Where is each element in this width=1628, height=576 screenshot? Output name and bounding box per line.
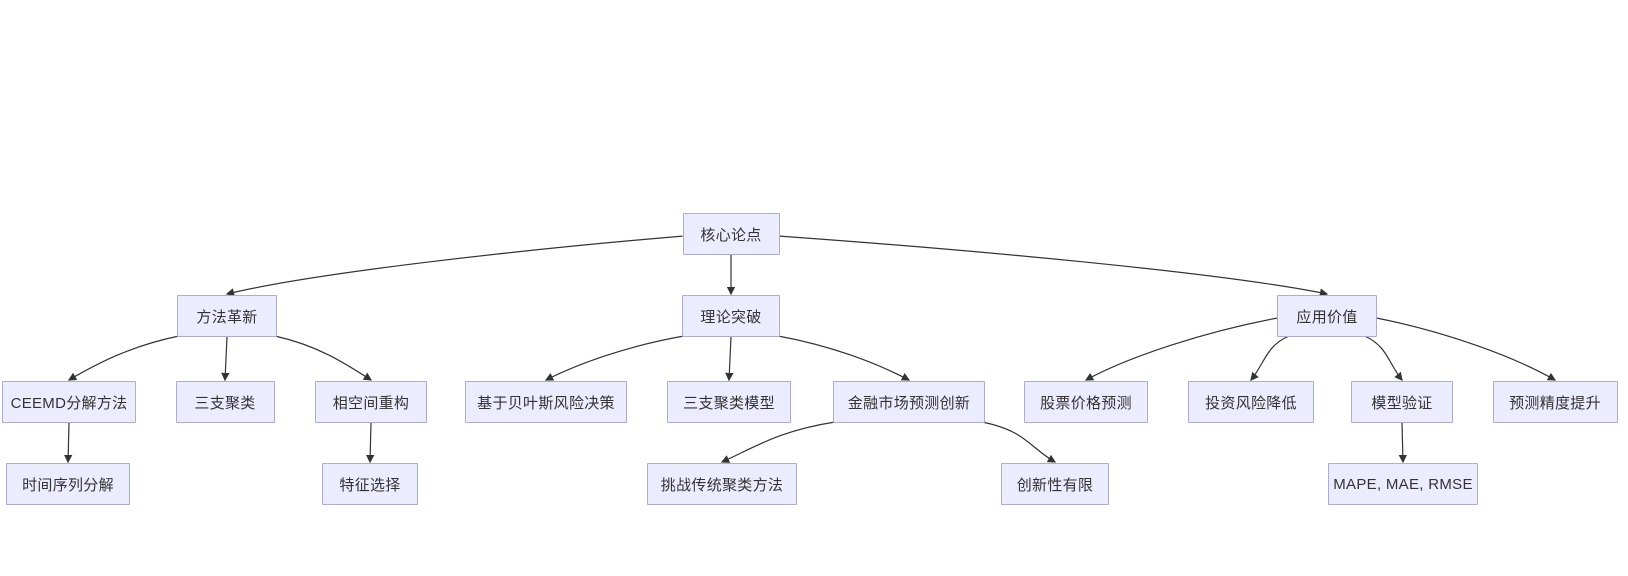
node-method-innovation: 方法革新 bbox=[177, 295, 277, 337]
edge-application-value-to-model-validation bbox=[1364, 335, 1403, 381]
edge-method-innovation-to-phase-space-reconstruction bbox=[274, 335, 373, 381]
edge-core-thesis-to-application-value bbox=[779, 235, 1329, 297]
edge-theory-breakthrough-to-financial-market-forecast-innovation bbox=[777, 335, 911, 381]
node-error-metrics: MAPE, MAE, RMSE bbox=[1328, 463, 1478, 505]
edge-theory-breakthrough-to-bayesian-risk-decision bbox=[544, 335, 685, 381]
node-application-value: 应用价值 bbox=[1277, 295, 1377, 337]
node-challenge-traditional-clustering: 挑战传统聚类方法 bbox=[647, 463, 797, 505]
node-theory-breakthrough: 理论突破 bbox=[682, 295, 780, 337]
node-stock-price-prediction: 股票价格预测 bbox=[1024, 381, 1148, 423]
node-label: 模型验证 bbox=[1371, 394, 1433, 412]
node-label: 理论突破 bbox=[700, 308, 762, 326]
edge-method-innovation-to-three-way-clustering bbox=[221, 336, 230, 382]
node-phase-space-reconstruction: 相空间重构 bbox=[315, 381, 427, 423]
edge-phase-space-reconstruction-to-feature-selection bbox=[365, 422, 375, 464]
node-bayesian-risk-decision: 基于贝叶斯风险决策 bbox=[465, 381, 627, 423]
node-label: 应用价值 bbox=[1296, 308, 1358, 326]
node-feature-selection: 特征选择 bbox=[322, 463, 418, 505]
edge-model-validation-to-error-metrics bbox=[1398, 422, 1408, 464]
node-label: CEEMD分解方法 bbox=[10, 394, 128, 412]
node-time-series-decomposition: 时间序列分解 bbox=[6, 463, 130, 505]
edge-application-value-to-prediction-accuracy-improvement bbox=[1376, 317, 1557, 381]
node-label: 方法革新 bbox=[196, 308, 258, 326]
node-financial-market-forecast-innovation: 金融市场预测创新 bbox=[833, 381, 985, 423]
node-label: 金融市场预测创新 bbox=[847, 394, 971, 412]
node-label: 三支聚类 bbox=[194, 394, 256, 412]
edge-method-innovation-to-ceemd-decomposition bbox=[67, 335, 180, 381]
node-label: 股票价格预测 bbox=[1040, 394, 1132, 412]
node-label: 创新性有限 bbox=[1016, 476, 1094, 494]
node-label: 投资风险降低 bbox=[1205, 394, 1297, 412]
node-label: 预测精度提升 bbox=[1509, 394, 1601, 412]
node-label: 挑战传统聚类方法 bbox=[660, 476, 784, 494]
node-label: 时间序列分解 bbox=[22, 476, 114, 494]
node-label: 三支聚类模型 bbox=[683, 394, 775, 412]
edge-application-value-to-stock-price-prediction bbox=[1084, 317, 1278, 381]
node-investment-risk-reduction: 投资风险降低 bbox=[1188, 381, 1314, 423]
node-model-validation: 模型验证 bbox=[1351, 381, 1453, 423]
edge-core-thesis-to-method-innovation bbox=[225, 235, 683, 297]
edge-application-value-to-investment-risk-reduction bbox=[1250, 335, 1290, 381]
node-label: 基于贝叶斯风险决策 bbox=[477, 394, 615, 412]
node-label: 相空间重构 bbox=[332, 394, 410, 412]
edge-ceemd-decomposition-to-time-series-decomposition bbox=[63, 422, 73, 464]
node-three-way-clustering: 三支聚类 bbox=[175, 381, 275, 423]
node-prediction-accuracy-improvement: 预测精度提升 bbox=[1492, 381, 1618, 423]
node-core-thesis: 核心论点 bbox=[682, 213, 780, 255]
node-ceemd-decomposition: CEEMD分解方法 bbox=[2, 381, 136, 423]
edge-financial-market-forecast-innovation-to-limited-novelty bbox=[981, 421, 1057, 463]
node-three-way-clustering-model: 三支聚类模型 bbox=[667, 381, 791, 423]
edge-theory-breakthrough-to-three-way-clustering-model bbox=[725, 336, 734, 382]
edge-financial-market-forecast-innovation-to-challenge-traditional-clustering bbox=[720, 421, 836, 463]
node-label: MAPE, MAE, RMSE bbox=[1333, 475, 1473, 493]
node-label: 特征选择 bbox=[339, 476, 401, 494]
node-limited-novelty: 创新性有限 bbox=[1001, 463, 1109, 505]
node-label: 核心论点 bbox=[700, 226, 762, 244]
